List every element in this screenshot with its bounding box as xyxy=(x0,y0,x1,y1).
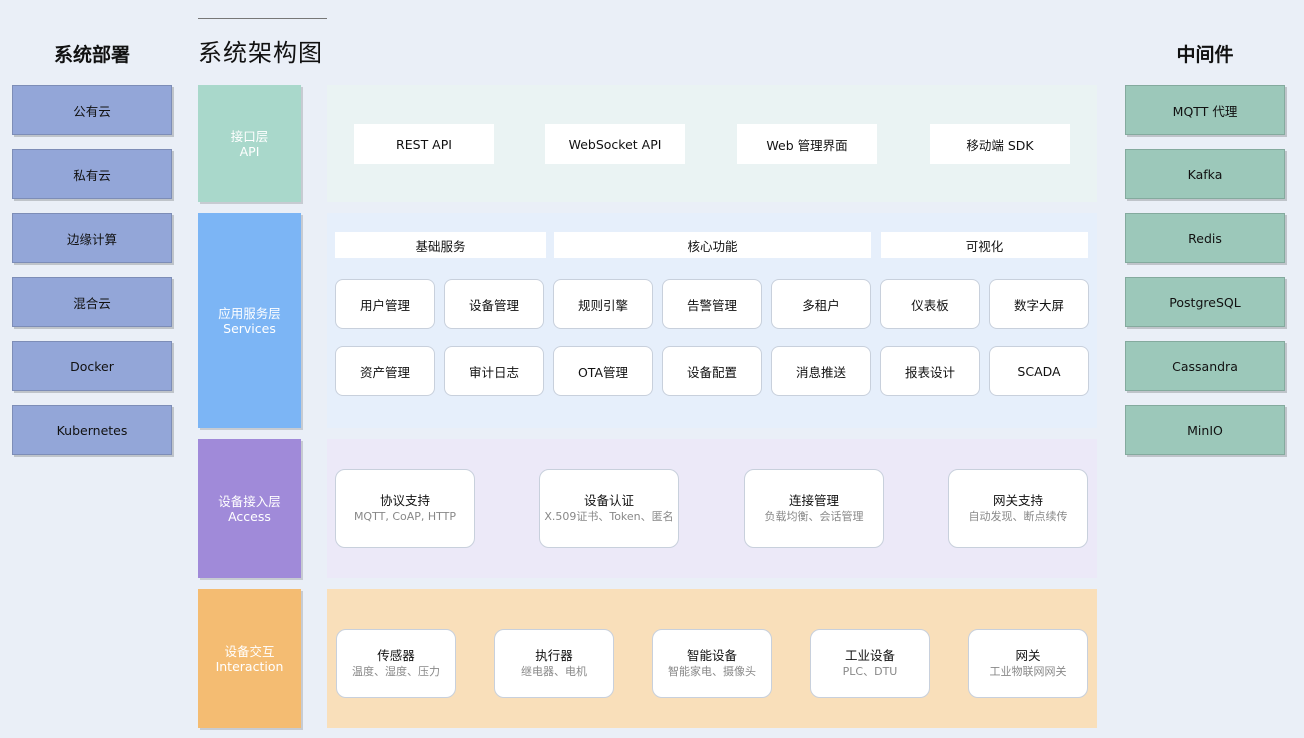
card-title: 传感器 xyxy=(377,648,415,663)
card-title: 协议支持 xyxy=(379,493,430,508)
category-visualization: 可视化 xyxy=(881,232,1088,258)
title-divider xyxy=(198,18,327,19)
service-device-config[interactable]: 设备配置 xyxy=(662,346,762,396)
service-asset-management[interactable]: 资产管理 xyxy=(335,346,435,396)
service-audit-log[interactable]: 审计日志 xyxy=(444,346,544,396)
deployment-item-edge-computing[interactable]: 边缘计算 xyxy=(12,213,172,263)
interaction-layer-label-cn: 设备交互 xyxy=(224,643,275,659)
deployment-item-kubernetes[interactable]: Kubernetes xyxy=(12,405,172,455)
service-user-management[interactable]: 用户管理 xyxy=(335,279,435,329)
device-card-gateway[interactable]: 网关 工业物联网网关 xyxy=(968,629,1088,698)
api-item-web-admin[interactable]: Web 管理界面 xyxy=(737,124,877,164)
service-message-push[interactable]: 消息推送 xyxy=(771,346,871,396)
api-item-mobile-sdk[interactable]: 移动端 SDK xyxy=(930,124,1070,164)
card-title: 网关 xyxy=(1015,648,1041,663)
service-layer-label: 应用服务层 Services xyxy=(198,213,301,428)
card-subtitle: PLC、DTU xyxy=(842,665,898,678)
card-subtitle: X.509证书、Token、匿名 xyxy=(544,510,674,523)
card-subtitle: 继电器、电机 xyxy=(521,665,587,678)
service-dashboard[interactable]: 仪表板 xyxy=(880,279,980,329)
card-subtitle: 智能家电、摄像头 xyxy=(668,665,756,678)
middleware-item-redis[interactable]: Redis xyxy=(1125,213,1285,263)
middleware-item-kafka[interactable]: Kafka xyxy=(1125,149,1285,199)
access-layer-label-en: Access xyxy=(228,508,271,524)
card-subtitle: 工业物联网网关 xyxy=(989,665,1067,678)
card-subtitle: 自动发现、断点续传 xyxy=(968,510,1068,523)
device-card-sensor[interactable]: 传感器 温度、湿度、压力 xyxy=(336,629,456,698)
middleware-item-postgresql[interactable]: PostgreSQL xyxy=(1125,277,1285,327)
category-core-functions: 核心功能 xyxy=(554,232,871,258)
page-title: 系统架构图 xyxy=(198,39,323,67)
service-scada[interactable]: SCADA xyxy=(989,346,1089,396)
service-ota-management[interactable]: OTA管理 xyxy=(553,346,653,396)
api-layer-label: 接口层 API xyxy=(198,85,301,202)
deployment-item-docker[interactable]: Docker xyxy=(12,341,172,391)
deployment-item-private-cloud[interactable]: 私有云 xyxy=(12,149,172,199)
interaction-layer-label-en: Interaction xyxy=(215,658,284,674)
deployment-title: 系统部署 xyxy=(53,44,130,66)
middleware-item-cassandra[interactable]: Cassandra xyxy=(1125,341,1285,391)
service-layer-label-en: Services xyxy=(223,320,276,336)
middleware-title: 中间件 xyxy=(1176,44,1234,66)
access-card-gateway[interactable]: 网关支持 自动发现、断点续传 xyxy=(948,469,1088,548)
access-card-auth[interactable]: 设备认证 X.509证书、Token、匿名 xyxy=(539,469,679,548)
service-alarm-management[interactable]: 告警管理 xyxy=(662,279,762,329)
device-card-smart-device[interactable]: 智能设备 智能家电、摄像头 xyxy=(652,629,772,698)
interaction-layer-label: 设备交互 Interaction xyxy=(198,589,301,728)
service-digital-screen[interactable]: 数字大屏 xyxy=(989,279,1089,329)
api-item-websocket[interactable]: WebSocket API xyxy=(545,124,685,164)
api-layer-label-cn: 接口层 xyxy=(230,128,269,144)
card-title: 智能设备 xyxy=(686,648,737,663)
card-subtitle: 温度、湿度、压力 xyxy=(352,665,440,678)
access-layer-label: 设备接入层 Access xyxy=(198,439,301,578)
category-basic-services: 基础服务 xyxy=(335,232,546,258)
service-device-management[interactable]: 设备管理 xyxy=(444,279,544,329)
service-multi-tenant[interactable]: 多租户 xyxy=(771,279,871,329)
device-card-industrial[interactable]: 工业设备 PLC、DTU xyxy=(810,629,930,698)
access-card-connection[interactable]: 连接管理 负载均衡、会话管理 xyxy=(744,469,884,548)
api-layer-label-en: API xyxy=(239,143,260,159)
middleware-item-minio[interactable]: MinIO xyxy=(1125,405,1285,455)
middleware-item-mqtt[interactable]: MQTT 代理 xyxy=(1125,85,1285,135)
service-layer-label-cn: 应用服务层 xyxy=(218,305,281,321)
service-report-design[interactable]: 报表设计 xyxy=(880,346,980,396)
card-title: 设备认证 xyxy=(583,493,634,508)
card-subtitle: 负载均衡、会话管理 xyxy=(764,510,864,523)
deployment-item-public-cloud[interactable]: 公有云 xyxy=(12,85,172,135)
card-title: 工业设备 xyxy=(844,648,895,663)
service-rule-engine[interactable]: 规则引擎 xyxy=(553,279,653,329)
access-card-protocol[interactable]: 协议支持 MQTT, CoAP, HTTP xyxy=(335,469,475,548)
card-title: 连接管理 xyxy=(788,493,839,508)
deployment-item-hybrid-cloud[interactable]: 混合云 xyxy=(12,277,172,327)
device-card-actuator[interactable]: 执行器 继电器、电机 xyxy=(494,629,614,698)
card-title: 网关支持 xyxy=(992,493,1043,508)
card-subtitle: MQTT, CoAP, HTTP xyxy=(353,510,457,523)
card-title: 执行器 xyxy=(535,648,573,663)
access-layer-label-cn: 设备接入层 xyxy=(218,493,281,509)
api-item-rest[interactable]: REST API xyxy=(354,124,494,164)
